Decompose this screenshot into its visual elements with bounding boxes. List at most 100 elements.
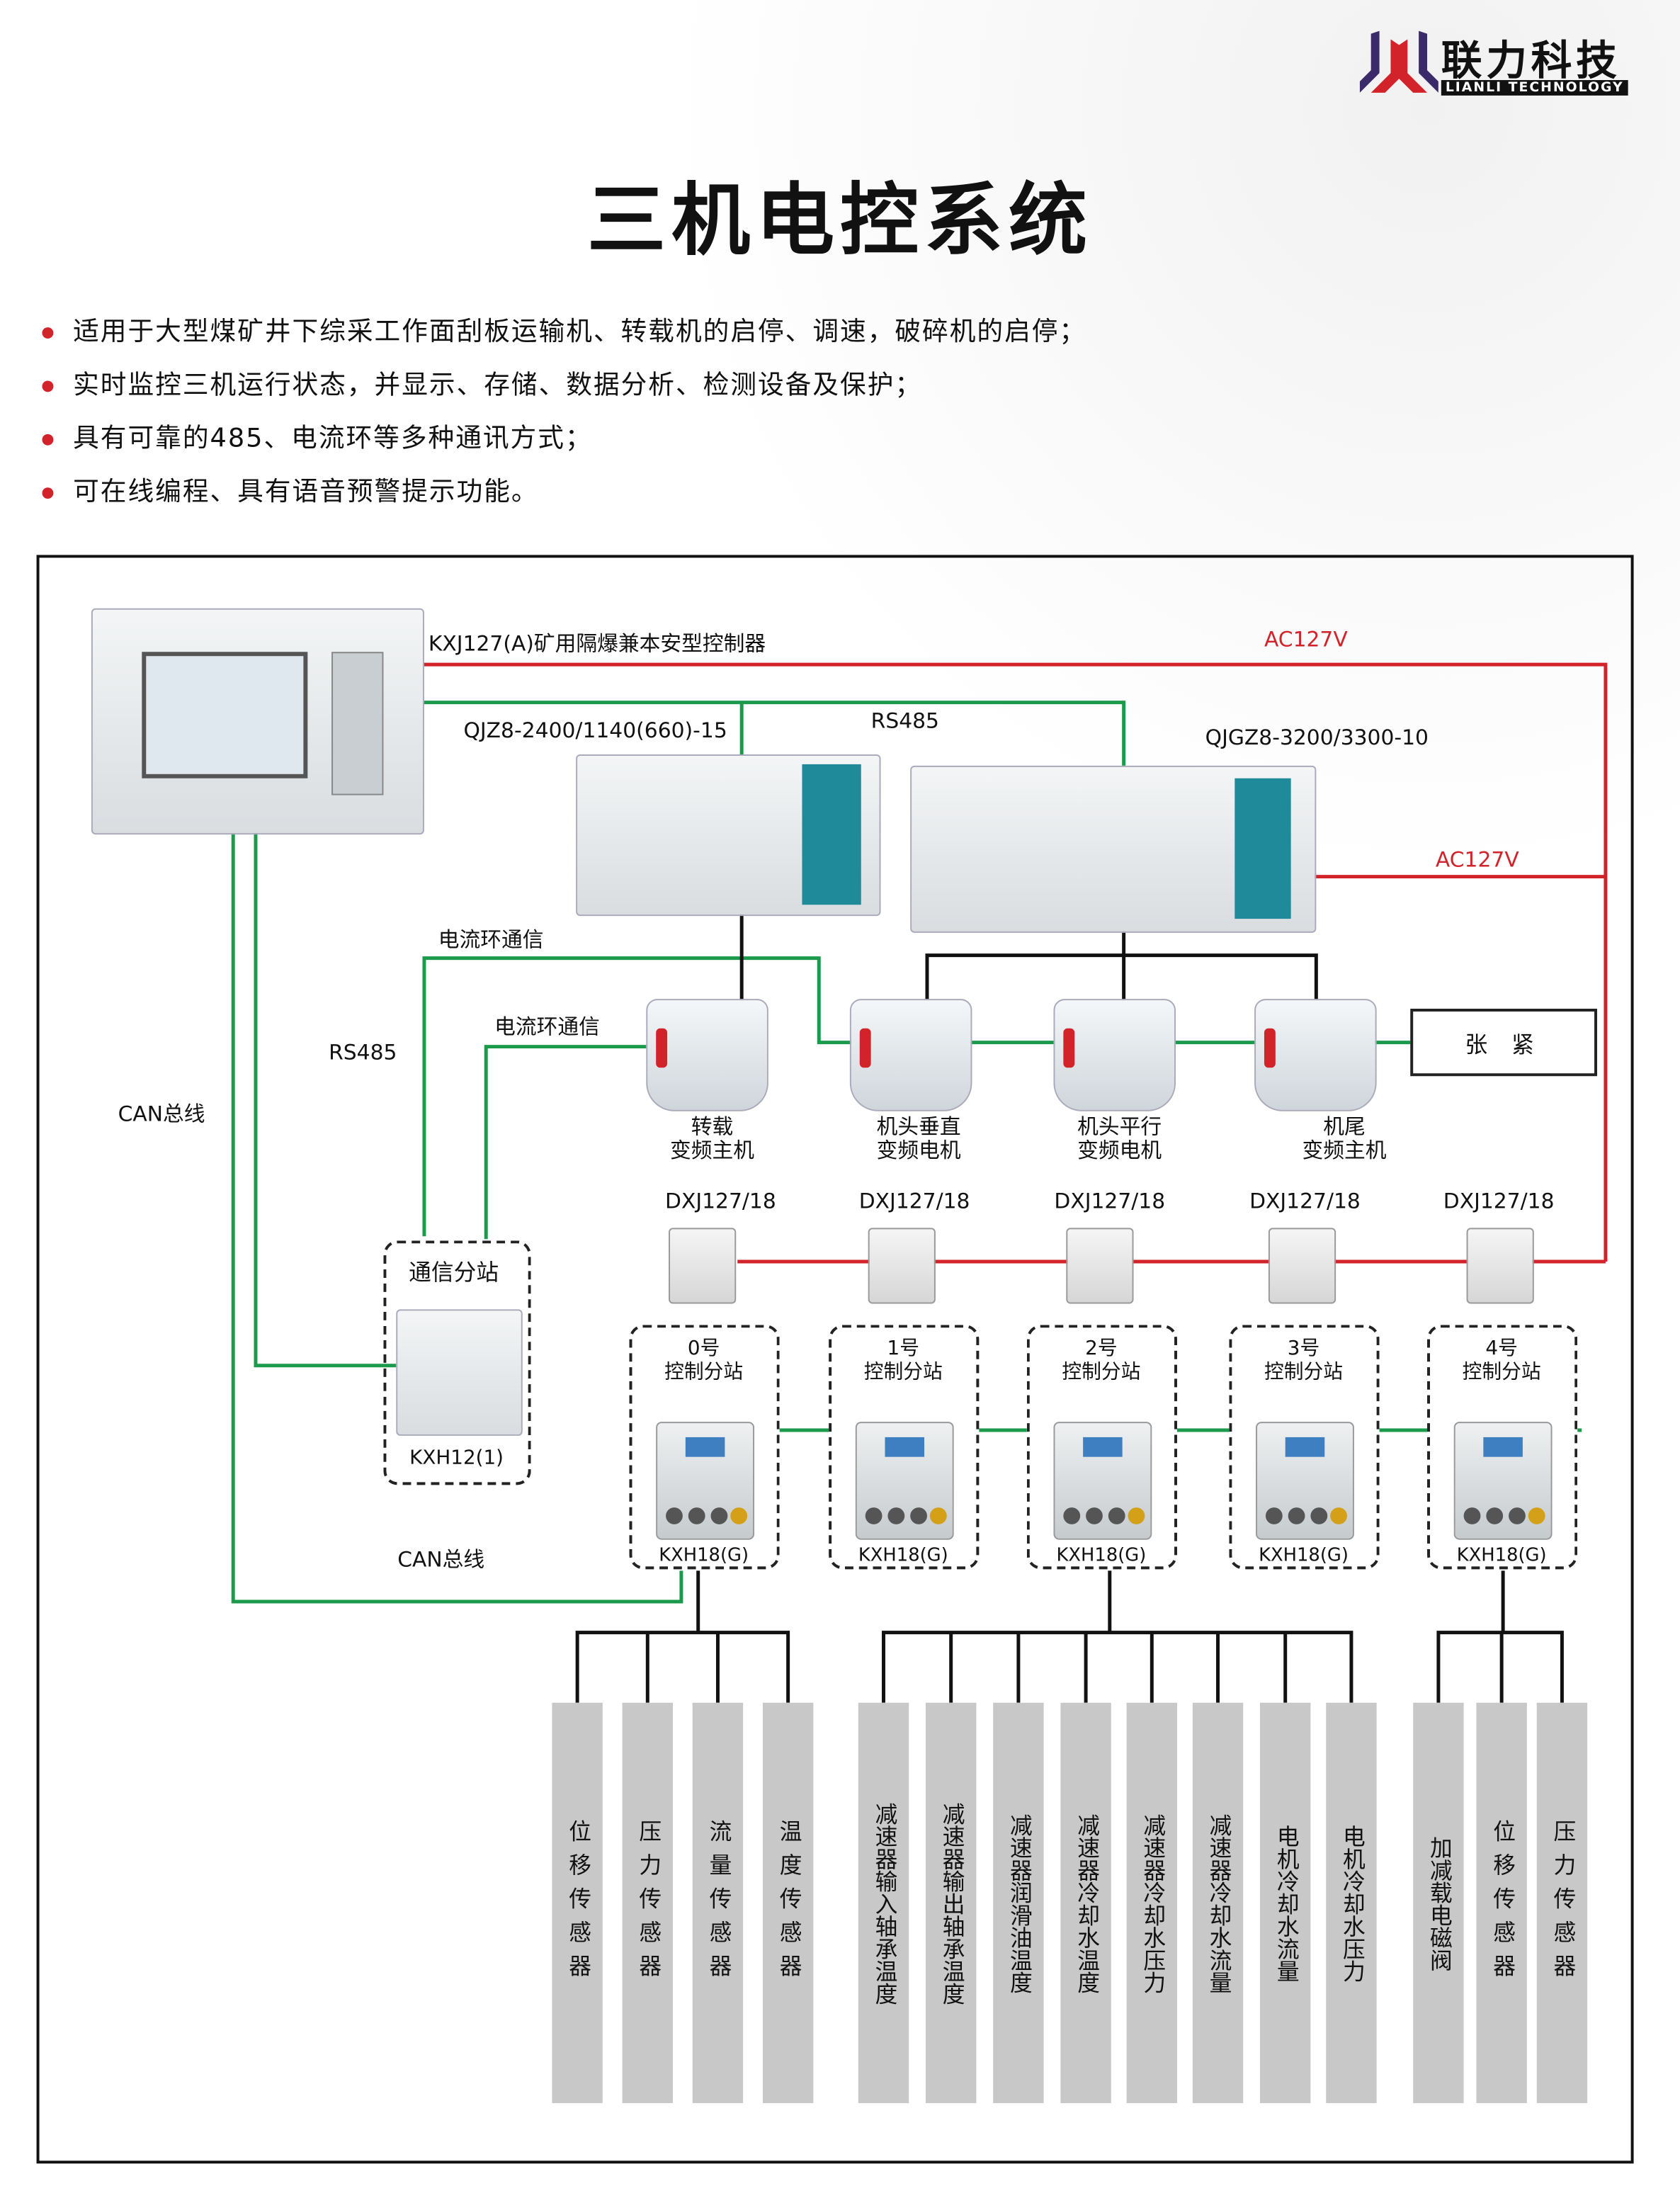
sensor-label: 压力传感器 — [635, 1818, 662, 1988]
sensor-label: 流量传感器 — [705, 1818, 732, 1988]
sensor-bar: 电机冷却水压力 — [1326, 1702, 1377, 2103]
sensor-label: 电机冷却水压力 — [1339, 1824, 1366, 1982]
cable-gland — [1528, 1507, 1545, 1524]
kxh18-device — [1053, 1422, 1152, 1540]
sensor-label: 减速器冷却水温度 — [1073, 1813, 1100, 1993]
sensor-bar: 压力传感器 — [1536, 1702, 1588, 2103]
feature-item: 实时监控三机运行状态，并显示、存储、数据分析、检测设备及保护； — [42, 366, 922, 402]
feature-item: 适用于大型煤矿井下综采工作面刮板运输机、转载机的启停、调速，破碎机的启停； — [42, 312, 1086, 349]
cable-gland — [688, 1507, 705, 1524]
kxh18-device — [1453, 1422, 1553, 1540]
kxh18-device — [1256, 1422, 1354, 1540]
control-station-box — [829, 1325, 980, 1570]
rs485-label: RS485 — [870, 708, 939, 734]
logo-mark-icon — [1359, 30, 1438, 93]
sensor-bar: 减速器输出轴承温度 — [925, 1702, 977, 2103]
current-loop-label: 电流环通信 — [438, 927, 544, 953]
kxh18-device — [656, 1422, 755, 1540]
station-model: KXH18(G) — [858, 1545, 948, 1567]
dxj-label: DXJ127/18 — [665, 1188, 776, 1214]
cable-gland — [1063, 1507, 1081, 1524]
lianli-logo: 联力科技 LIANLI TECHNOLOGY — [1359, 30, 1641, 101]
sensor-bar: 电机冷却水流量 — [1260, 1702, 1311, 2103]
cable-gland — [666, 1507, 683, 1524]
feature-item: 可在线编程、具有语音预警提示功能。 — [42, 472, 538, 509]
cable-gland — [1310, 1507, 1328, 1524]
cable-gland — [1463, 1507, 1481, 1524]
station-model: KXH18(G) — [1056, 1545, 1147, 1567]
cable-gland — [1108, 1507, 1125, 1524]
cable-gland — [865, 1507, 882, 1524]
control-station-box — [1427, 1325, 1578, 1570]
cable-gland — [730, 1507, 748, 1524]
cable-gland — [910, 1507, 927, 1524]
sensor-label: 减速器输入轴承温度 — [870, 1801, 898, 2005]
controller-screen — [142, 652, 308, 778]
dxj127-power-box — [868, 1228, 936, 1304]
can-bus-label: CAN总线 — [397, 1546, 485, 1573]
sensor-bar: 减速器冷却水流量 — [1192, 1702, 1244, 2103]
feature-text: 适用于大型煤矿井下综采工作面刮板运输机、转载机的启停、调速，破碎机的启停； — [73, 317, 1087, 347]
control-station-box — [629, 1325, 780, 1570]
motor-ring — [1063, 1028, 1075, 1068]
station-name: 控制分站 — [1264, 1361, 1344, 1384]
sensor-label: 位移传感器 — [1489, 1818, 1516, 1988]
logo-name-cn: 联力科技 — [1441, 36, 1621, 84]
bullet-icon — [42, 327, 54, 339]
station-number: 2号 — [1085, 1337, 1118, 1360]
cable-gland — [1509, 1507, 1526, 1524]
lcd-display — [885, 1437, 925, 1457]
motor-label-line2: 变频电机 — [1077, 1138, 1162, 1164]
tension-box: 张 紧 — [1410, 1009, 1598, 1077]
sensor-label: 减速器输出轴承温度 — [938, 1801, 965, 2005]
qjz-label: QJZ8-2400/1140(660)-15 — [463, 718, 727, 744]
cable-gland — [710, 1507, 728, 1524]
station-number: 3号 — [1287, 1337, 1320, 1360]
logo-name-en: LIANLI TECHNOLOGY — [1441, 80, 1628, 96]
kxh12-device — [396, 1309, 523, 1436]
variable-frequency-motor — [1053, 999, 1176, 1111]
motor-ring — [1264, 1028, 1276, 1068]
sensor-label: 压力传感器 — [1549, 1818, 1577, 1988]
motor-label-line1: 机头平行 — [1077, 1114, 1162, 1140]
sensor-bar: 加减载电磁阀 — [1413, 1702, 1464, 2103]
comm-lines — [231, 701, 1582, 1604]
station-name: 控制分站 — [1062, 1361, 1141, 1384]
sensor-bar: 位移传感器 — [1476, 1702, 1527, 2103]
lcd-display — [1285, 1437, 1325, 1457]
variable-frequency-motor — [849, 999, 972, 1111]
kxh18-device — [855, 1422, 954, 1540]
motor-label-line1: 机尾 — [1323, 1114, 1366, 1140]
bullet-icon — [42, 487, 54, 499]
keypad — [331, 652, 384, 795]
lcd-display — [1483, 1437, 1523, 1457]
feature-text: 可在线编程、具有语音预警提示功能。 — [73, 477, 539, 507]
bullet-icon — [42, 380, 54, 392]
kxj127-controller — [91, 608, 424, 835]
cable-gland — [1288, 1507, 1305, 1524]
controller-label: KXJ127(A)矿用隔爆兼本安型控制器 — [428, 630, 766, 657]
motor-label-line2: 变频主机 — [670, 1138, 755, 1164]
station-model: KXH18(G) — [1259, 1545, 1349, 1567]
sensor-label: 温度传感器 — [775, 1818, 802, 1988]
sensor-bar: 温度传感器 — [762, 1702, 814, 2103]
rs485-label: RS485 — [329, 1039, 397, 1065]
dxj127-power-box — [1066, 1228, 1134, 1304]
sensor-bar: 位移传感器 — [552, 1702, 603, 2103]
cable-gland — [1486, 1507, 1504, 1524]
control-station-box — [1026, 1325, 1178, 1570]
lcd-display — [685, 1437, 725, 1457]
motor-ring — [859, 1028, 871, 1068]
station-name: 控制分站 — [863, 1361, 943, 1384]
cable-gland — [1265, 1507, 1283, 1524]
qjgz8-inverter-cabinet — [910, 765, 1317, 933]
sensor-label: 位移传感器 — [564, 1818, 591, 1988]
cable-gland — [887, 1507, 905, 1524]
variable-frequency-motor — [646, 999, 768, 1111]
can-bus-label: CAN总线 — [118, 1101, 205, 1127]
station-number: 4号 — [1485, 1337, 1518, 1360]
sensor-label: 减速器润滑油温度 — [1006, 1813, 1033, 1993]
dxj-label: DXJ127/18 — [1249, 1188, 1361, 1214]
